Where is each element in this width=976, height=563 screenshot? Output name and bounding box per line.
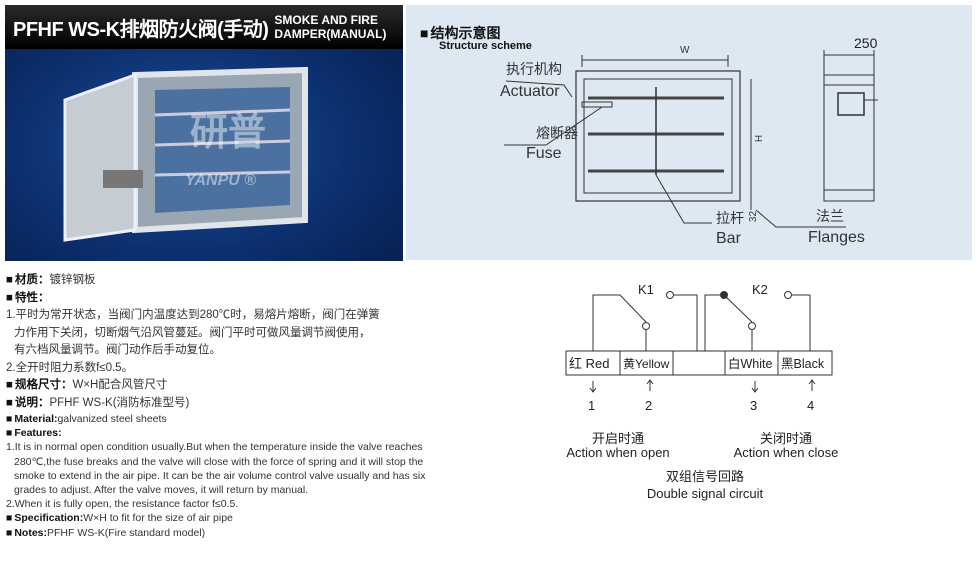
num-2: 2 <box>645 398 652 413</box>
title-en-2: DAMPER(MANUAL) <box>274 27 387 41</box>
label-flanges-cn: 法兰 <box>816 208 844 224</box>
switch-k1: K1 <box>638 282 654 297</box>
open-cn: 开启时通 <box>592 431 644 446</box>
material-label-en: Material: <box>6 413 58 425</box>
open-en: Action when open <box>566 445 669 460</box>
feature1-en-l2: 280℃,the fuse breaks and the valve will … <box>14 455 424 468</box>
num-3: 3 <box>750 398 757 413</box>
label-bar-cn: 拉杆 <box>716 210 744 226</box>
material-cn: 镀锌钢板 <box>49 274 96 286</box>
notes-en: PFHF WS-K(Fire standard model) <box>47 526 206 539</box>
num-1: 1 <box>588 398 595 413</box>
terminal-red: 红 Red <box>569 356 609 371</box>
dim-w: W <box>680 45 690 56</box>
feature1-en-l3: smoke to extend in the air pipe. It can … <box>14 469 426 482</box>
notes-label-cn: 说明： <box>6 397 49 409</box>
circuit-title-en: Double signal circuit <box>647 486 764 501</box>
notes-cn: PFHF WS-K(消防标准型号) <box>49 396 190 409</box>
close-en: Action when close <box>734 445 839 460</box>
terminal-black: 黑Black <box>781 357 825 371</box>
spec-label-cn: 规格尺寸： <box>6 379 72 391</box>
features-label-cn: 特性： <box>6 292 49 304</box>
dim-h: H <box>752 134 764 143</box>
structure-scheme-panel: 结构示意图 Structure scheme 250 W H 32 执行机构 A… <box>406 5 972 260</box>
spec-cn: W×H配合风管尺寸 <box>72 379 168 391</box>
label-actuator-cn: 执行机构 <box>506 61 562 77</box>
circuit-title-cn: 双组信号回路 <box>666 469 744 484</box>
notes-label-en: Notes: <box>6 527 47 539</box>
svg-text:YANPU ®: YANPU ® <box>185 172 256 189</box>
feature1-en-l1: 1.It is in normal open condition usually… <box>6 441 423 454</box>
dim-flange: 32 <box>748 210 760 223</box>
damper-illustration: 研普 YANPU ® <box>63 66 308 242</box>
feature1-en-l4: grades to adjust. After the valve moves,… <box>14 484 309 497</box>
spec-en: W×H to fit for the size of air pipe <box>83 512 233 525</box>
feature1-cn-l3: 有六档风量调节。阀门动作后手动复位。 <box>14 344 221 356</box>
feature1-cn-l1: 1.平时为常开状态，当阀门内温度达到280℃时，易熔片熔断，阀门在弹簧 <box>6 309 380 321</box>
terminal-yellow: 黄Yellow <box>623 357 670 371</box>
dim-depth: 250 <box>854 35 878 51</box>
specifications: 材质：镀锌钢板 特性： 1.平时为常开状态，当阀门内温度达到280℃时，易熔片熔… <box>6 272 496 540</box>
title-cn: PFHF WS-K排烟防火阀(手动) <box>13 18 269 41</box>
double-signal-circuit: K1 K2 红 Red 黄Yellow 白White 黑Black 1 2 3 … <box>565 282 839 501</box>
title-en-1: SMOKE AND FIRE <box>274 13 378 27</box>
feature1-cn-l2: 力作用下关闭，切断烟气沿风管蔓延。阀门平时可做风量调节阀使用， <box>14 326 371 339</box>
num-4: 4 <box>807 398 814 413</box>
feature2-cn: 2.全开时阻力系数f≤0.5。 <box>6 361 134 374</box>
label-bar-en: Bar <box>716 230 741 247</box>
switch-k2: K2 <box>752 282 768 297</box>
structure-drawing <box>504 50 878 228</box>
feature2-en: 2.When it is fully open, the resistance … <box>6 498 239 511</box>
spec-label-en: Specification: <box>6 512 83 524</box>
material-label-cn: 材质： <box>6 274 49 286</box>
label-fuse-en: Fuse <box>526 145 562 162</box>
scheme-title-cn: 结构示意图 <box>420 23 500 43</box>
watermark: 研普 <box>190 112 266 154</box>
label-actuator-en: Actuator <box>500 83 560 100</box>
label-flanges-en: Flanges <box>808 229 865 246</box>
features-label-en: Features: <box>6 427 62 439</box>
close-cn: 关闭时通 <box>760 431 812 446</box>
scheme-title-en: Structure scheme <box>439 40 532 52</box>
label-fuse-cn: 熔断器 <box>536 125 578 141</box>
material-en: galvanized steel sheets <box>57 413 167 425</box>
terminal-white: 白White <box>728 356 773 371</box>
